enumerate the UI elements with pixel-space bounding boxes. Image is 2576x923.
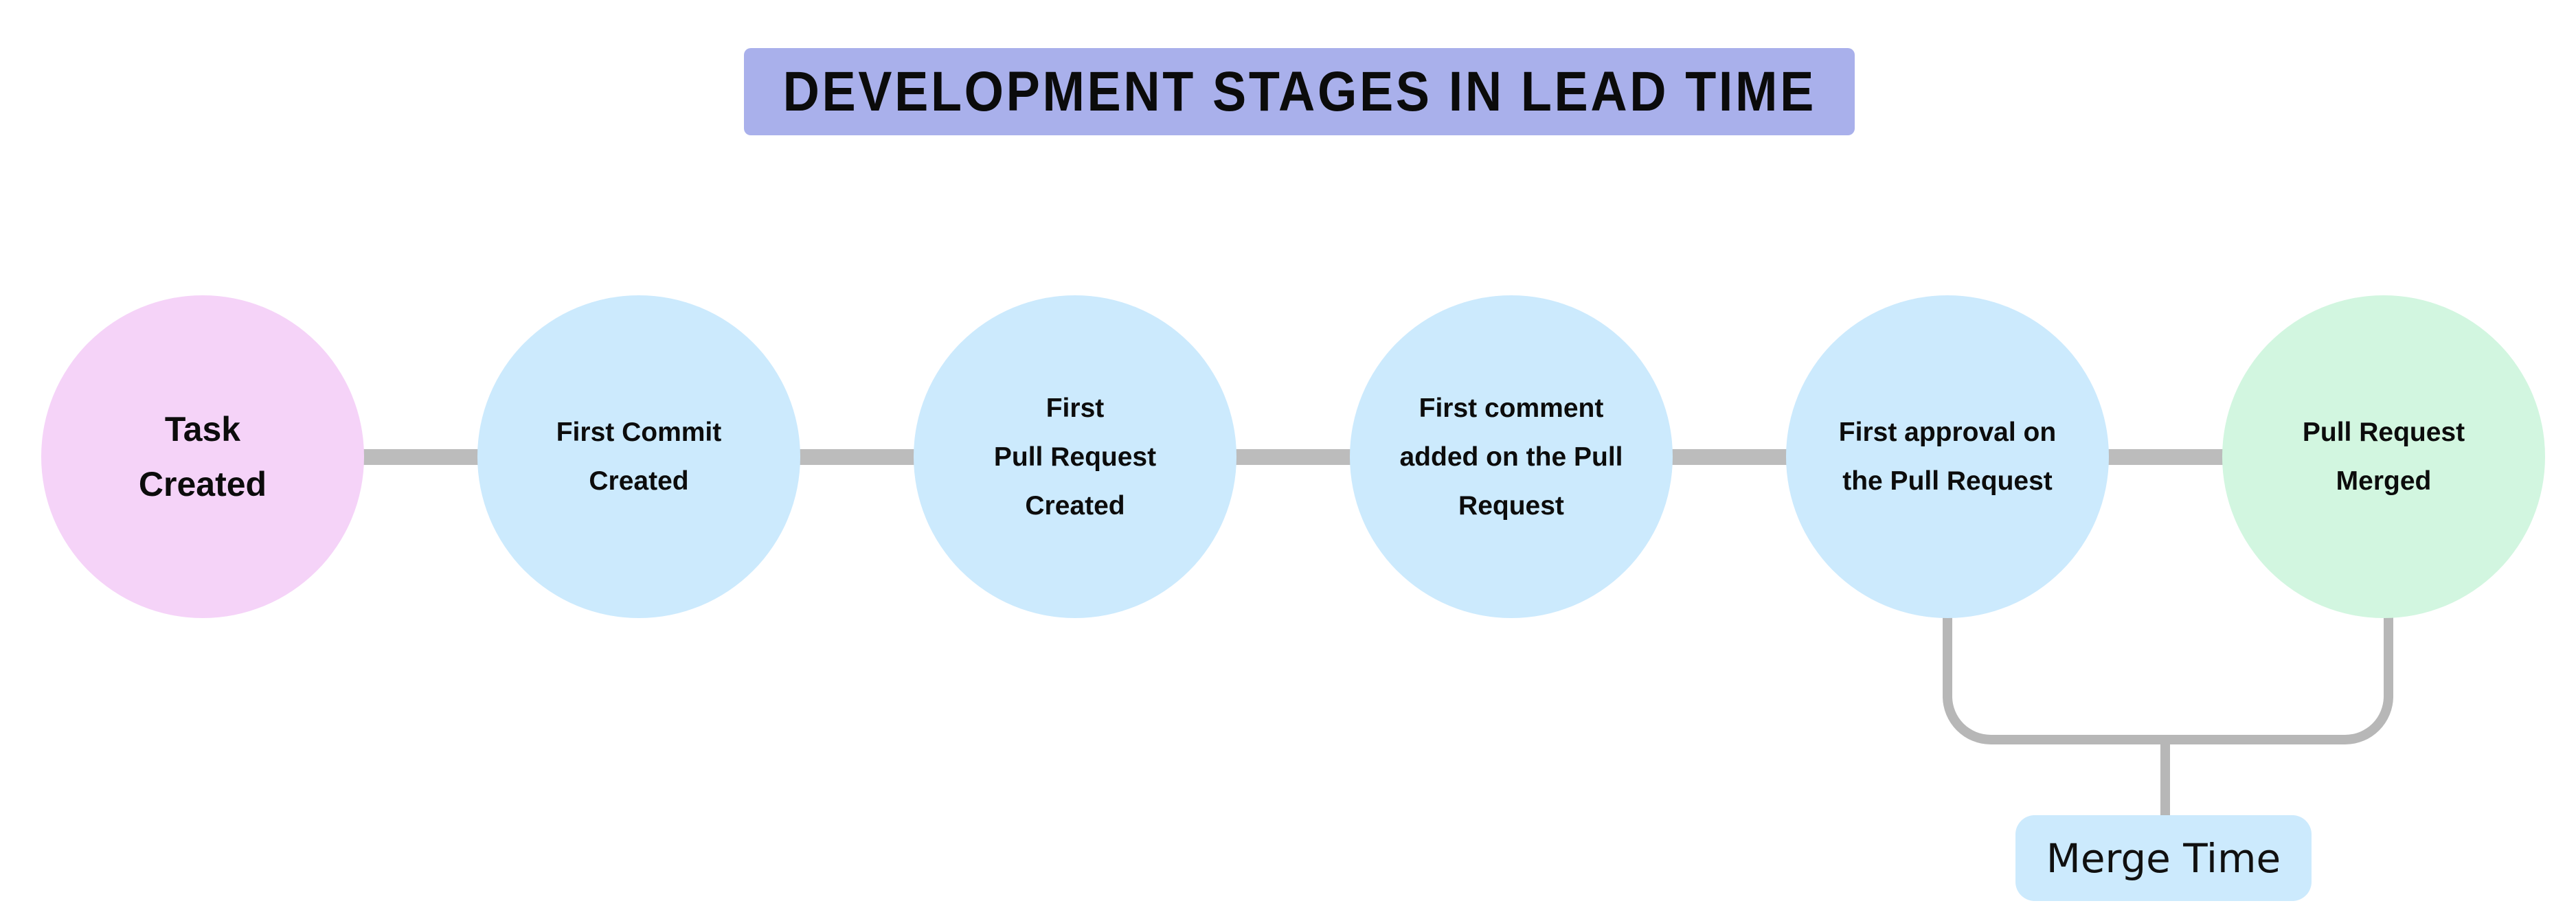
stage-circle-task-created: Task Created [41, 295, 364, 618]
stage-label-pull-request-merged: Pull Request Merged [2302, 418, 2465, 496]
stage-label-task-created: Task Created [138, 410, 267, 503]
merge-time-bracket-stem [2160, 743, 2170, 816]
diagram-title: DEVELOPMENT STAGES IN LEAD TIME [782, 60, 1816, 123]
stage-circle-first-pull-request-created: First Pull Request Created [914, 295, 1236, 618]
merge-time-label: Merge Time [2046, 834, 2281, 882]
merge-time-label-box: Merge Time [2015, 815, 2312, 901]
stage-label-first-approval: First approval on the Pull Request [1838, 418, 2057, 496]
merge-time-bracket [1943, 617, 2393, 744]
stage-label-first-pull-request-created: First Pull Request Created [993, 393, 1157, 521]
diagram-title-banner: DEVELOPMENT STAGES IN LEAD TIME [744, 48, 1855, 135]
stage-circle-first-commit-created: First Commit Created [477, 295, 800, 618]
stage-label-first-comment-added: First comment added on the Pull Request [1399, 393, 1623, 521]
stage-circle-first-comment-added: First comment added on the Pull Request [1350, 295, 1673, 618]
stage-circle-pull-request-merged: Pull Request Merged [2222, 295, 2545, 618]
stage-circle-first-approval: First approval on the Pull Request [1786, 295, 2109, 618]
stage-label-first-commit-created: First Commit Created [556, 418, 722, 496]
